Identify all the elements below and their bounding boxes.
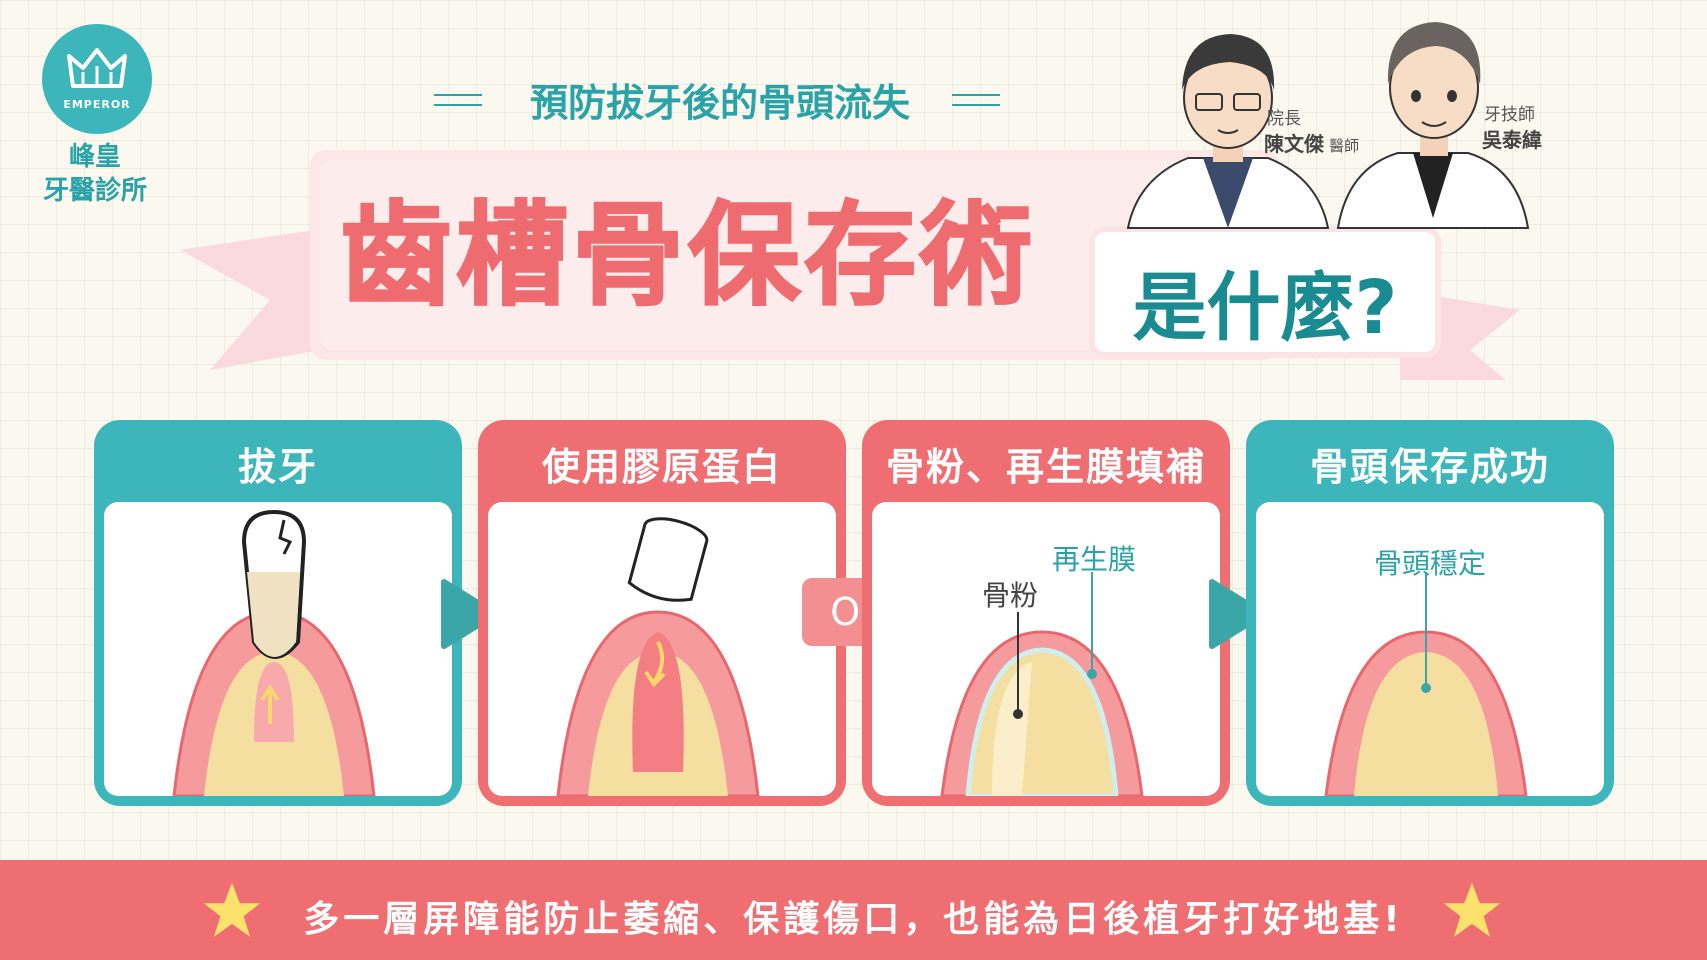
star-icon (203, 882, 261, 937)
doctor-name: 陳文傑 (1264, 132, 1324, 156)
step-title: 骨頭保存成功 (1309, 445, 1550, 489)
technician-name: 吳泰緯 (1482, 128, 1542, 152)
step-panel-bone-graft: 骨粉、再生膜填補 再生膜 骨粉 (862, 420, 1230, 806)
step-title: 骨粉、再生膜填補 (885, 445, 1206, 489)
subtitle-deco-line (434, 104, 482, 106)
step-title: 使用膠原蛋白 (541, 445, 782, 489)
clinic-name-line2: 牙醫診所 (42, 176, 147, 206)
technician-role: 牙技師 (1484, 105, 1535, 125)
step-panel-collagen: 使用膠原蛋白 (478, 420, 846, 806)
subtitle-deco-line (952, 104, 1000, 106)
step-illustration-area (104, 502, 452, 796)
title-banner (180, 150, 1520, 380)
step-title: 拔牙 (237, 445, 318, 489)
subtitle-deco-line (434, 94, 482, 96)
doctor-name-line: 陳文傑 醫師 (1264, 128, 1359, 157)
membrane-label: 再生膜 (1052, 543, 1137, 576)
bone-stable-illustration (1324, 572, 1528, 796)
doctor-suffix: 醫師 (1329, 137, 1360, 155)
page-title: 齒槽骨保存術 (339, 190, 1036, 322)
logo-brand: EMPEROR (63, 98, 131, 111)
bone-graft-illustration (940, 572, 1144, 796)
question-box: 是什麼? (1095, 232, 1435, 352)
crown-icon (67, 48, 127, 88)
doctor-role: 院長 (1267, 109, 1301, 129)
step-illustration-area: 骨頭穩定 (1256, 502, 1604, 796)
footer-text: 多一層屏障能防止萎縮、保護傷口，也能為日後植牙打好地基! (303, 899, 1404, 940)
doctor-illustration (1126, 34, 1330, 229)
step-panel-bone-preserved: 骨頭保存成功 骨頭穩定 (1246, 420, 1614, 806)
footer-banner: 多一層屏障能防止萎縮、保護傷口，也能為日後植牙打好地基! (0, 860, 1707, 960)
subtitle-deco-line (952, 94, 1000, 96)
arrow-right-icon (441, 579, 499, 649)
subtitle: 預防拔牙後的骨頭流失 (529, 81, 910, 125)
bone-powder-label: 骨粉 (982, 579, 1039, 612)
arrow-right-icon (1209, 579, 1267, 649)
clinic-name: 峰皇 牙醫診所 (20, 140, 170, 208)
collagen-illustration (556, 517, 760, 796)
logo: EMPEROR (42, 24, 152, 134)
step-illustration-area (488, 502, 836, 796)
technician-illustration (1336, 22, 1530, 229)
star-icon (1443, 882, 1501, 937)
doctors-illustration (1126, 22, 1530, 229)
bone-stable-label: 骨頭穩定 (1373, 547, 1486, 580)
step-illustration-area: 再生膜 骨粉 (872, 502, 1220, 796)
tooth-extraction-illustration (172, 509, 376, 796)
question-text: 是什麼? (1132, 265, 1398, 351)
collagen-plug-icon (627, 517, 709, 602)
step-panel-extraction: 拔牙 (94, 420, 462, 806)
clinic-name-line1: 峰皇 (68, 142, 121, 172)
